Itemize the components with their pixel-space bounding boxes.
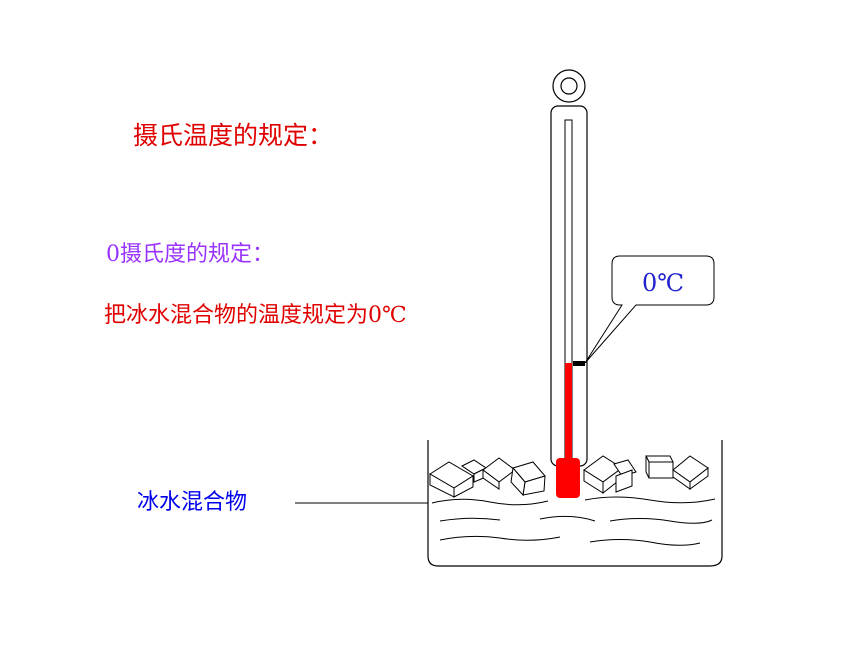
- thermometer: [550, 69, 588, 498]
- liquid-column: [565, 363, 572, 463]
- thermometer-bulb: [556, 458, 580, 498]
- thermometer-ring: [552, 69, 586, 103]
- callout-bubble: [584, 255, 715, 364]
- water-lines: [431, 496, 716, 546]
- title: 摄氏温度的规定：: [133, 121, 334, 150]
- zero-mark: [573, 361, 585, 366]
- zero-heading: 0摄氏度的规定：: [106, 242, 274, 267]
- beaker: [427, 440, 723, 567]
- ice-cubes-right: [583, 455, 709, 495]
- callout-label: 0℃: [642, 269, 684, 297]
- mixture-label: 冰水混合物: [137, 490, 248, 515]
- zero-rule-text: 把冰水混合物的温度规定为0℃: [104, 303, 407, 328]
- ice-cubes-left: [429, 457, 546, 498]
